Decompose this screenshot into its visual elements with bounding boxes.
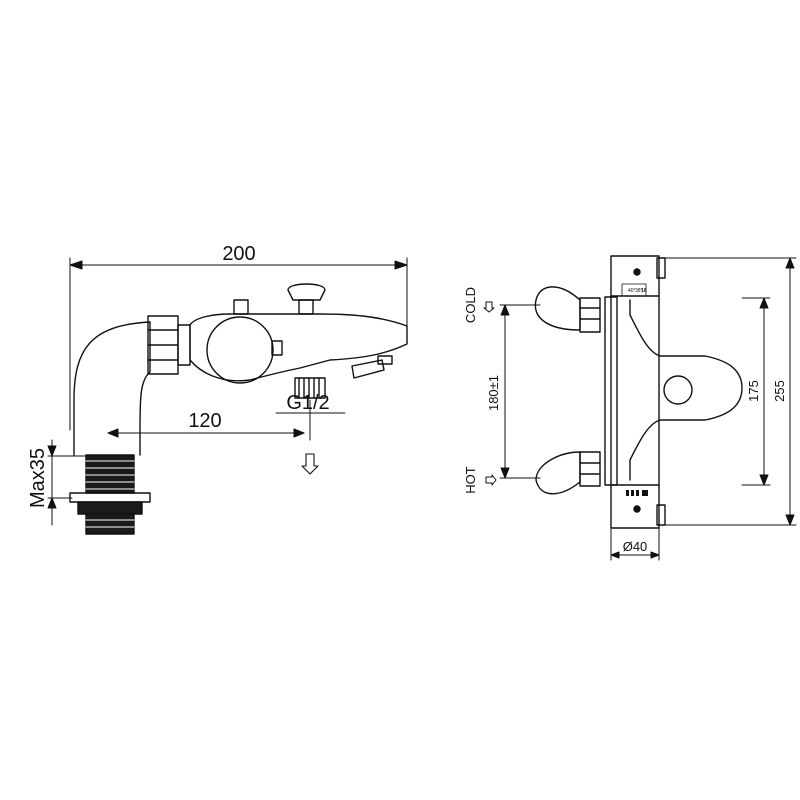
outlet-thread xyxy=(294,377,326,399)
mixer-body-outline xyxy=(629,299,743,481)
threaded-shank xyxy=(69,454,151,535)
escutcheon-plate xyxy=(630,300,760,480)
diverter-knob xyxy=(287,283,326,315)
dimension-label-body-height: 175 xyxy=(746,380,761,402)
spout-outlet xyxy=(351,359,385,379)
top-cap xyxy=(656,257,666,279)
side-knob xyxy=(271,340,283,356)
dimension-diameter xyxy=(610,527,660,561)
spout-nozzle xyxy=(377,355,393,365)
label-cold: COLD xyxy=(463,287,478,323)
dimension-spout-offset xyxy=(107,428,305,438)
dimension-max-deck xyxy=(47,439,87,526)
front-view: 40° 38° 16 COLD xyxy=(463,255,797,561)
dimension-body-height xyxy=(741,297,771,486)
dimension-label-outlet-thread: G1/2 xyxy=(286,392,329,414)
top-screw-icon xyxy=(633,268,641,276)
riser-body xyxy=(73,321,151,456)
dimension-label-max-deck: Max35 xyxy=(27,448,49,508)
label-hot: HOT xyxy=(463,466,478,494)
flow-arrow-icon xyxy=(301,453,319,475)
cartridge-dial xyxy=(206,316,274,384)
union-nut xyxy=(147,315,191,375)
dimension-label-overall-width: 200 xyxy=(222,243,255,265)
scale-mark-2: 38° xyxy=(635,288,643,294)
top-stub xyxy=(233,299,249,315)
centre-hole xyxy=(663,375,693,405)
cold-inlet-arrow-icon xyxy=(483,301,495,313)
dimension-label-total-height: 255 xyxy=(772,380,787,402)
dimension-label-inlet-centres: 180±1 xyxy=(486,375,501,411)
cold-handle xyxy=(534,286,601,333)
spout-body xyxy=(189,313,408,382)
hot-inlet-arrow-icon xyxy=(485,474,497,486)
bottom-scale xyxy=(626,490,648,496)
scale-mark-3: 16 xyxy=(641,288,647,294)
bottom-screw-icon xyxy=(633,505,641,513)
valve-column xyxy=(604,255,660,529)
dimension-overall-width xyxy=(69,257,408,431)
dimension-inlet-centres xyxy=(499,304,541,479)
dimension-label-diameter: Ø40 xyxy=(623,539,648,554)
hot-handle xyxy=(535,451,601,495)
dimension-total-height xyxy=(664,257,797,526)
bottom-cap xyxy=(656,504,666,526)
temperature-scale xyxy=(621,283,647,297)
side-view: 200 xyxy=(27,243,408,535)
scale-mark-1: 40° xyxy=(628,288,636,294)
dimension-label-spout-offset: 120 xyxy=(188,410,221,432)
